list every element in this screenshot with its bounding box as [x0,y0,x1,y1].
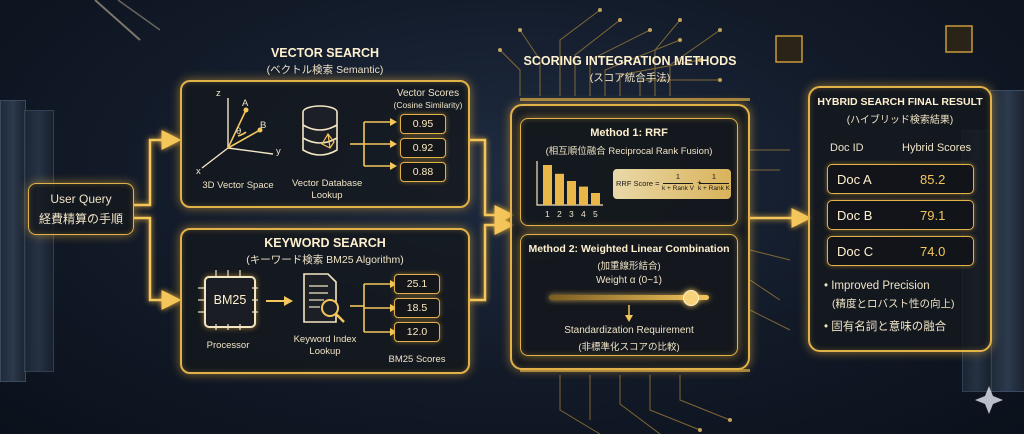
result-panel: HYBRID SEARCH FINAL RESULT (ハイブリッド検索結果) … [808,86,992,352]
doc-a-id: Doc A [837,172,872,187]
result-row-doc-a[interactable]: Doc A 85.2 [827,164,974,194]
vector-search-title: VECTOR SEARCH [270,46,380,60]
vector-db-label-2: Lookup [311,190,343,201]
frac1-bar [663,183,693,184]
rrf-bar-2 [555,173,564,205]
result-row-doc-b[interactable]: Doc B 79.1 [827,200,974,230]
method2-title: Method 2: Weighted Linear Combination [528,243,730,255]
user-query-box: User Query 経費精算の手順 [28,183,134,235]
scoring-panel: Method 1: RRF (相互順位融合 Reciprocal Rank Fu… [510,104,750,370]
standardization-subtitle: (非標準化スコアの比較) [578,342,680,353]
frac2-num: 1 [711,172,717,181]
bullet-fusion: • 固有名詞と意味の融合 [824,321,947,333]
rank-tick-1: 1 [545,209,550,219]
rank-tick-5: 5 [593,209,598,219]
keyword-index-label-1: Keyword Index [293,334,357,345]
bm25-score-3: 12.0 [394,322,440,342]
col-hybrid-scores: Hybrid Scores [902,142,972,154]
bm25-score-1: 25.1 [394,274,440,294]
rrf-formula-box: RRF Score = 1 k + Rank V + 1 k + Rank K [613,169,731,199]
vector-scores-subtitle: (Cosine Similarity) [393,100,463,110]
keyword-search-title: KEYWORD SEARCH [264,236,386,250]
method2-card: Method 2: Weighted Linear Combination (加… [520,234,738,356]
vector-db-label-1: Vector Database [292,178,363,189]
down-arrow [625,305,633,322]
keyword-index-label-2: Lookup [309,346,341,357]
point-a-label: A [242,98,249,109]
frac1-den: k + Rank V [662,185,694,192]
axis-x-label: x [196,166,201,177]
method2-subtitle: (加重線形結合) [597,261,661,272]
vector-score-1: 0.95 [400,114,446,134]
standardization-title: Standardization Requirement [564,325,694,336]
bullet-precision: • Improved Precision [824,280,930,292]
weight-slider-thumb[interactable] [682,290,699,306]
axis-y-label: y [276,146,281,157]
rank-tick-4: 4 [581,209,586,219]
doc-c-id: Doc C [837,244,874,259]
vector-search-subtitle: (ベクトル検索 Semantic) [266,64,384,76]
doc-b-id: Doc B [837,208,873,223]
vector-space-icon [201,98,274,169]
doc-a-score: 85.2 [920,172,946,187]
frac1-num: 1 [675,172,681,181]
document-search-icon [303,273,345,323]
axis-z-label: z [216,88,221,99]
bm25-scores-label: BM25 Scores [388,354,446,365]
server-rack-left-2 [24,110,54,372]
forward-arrow [266,296,293,306]
method1-card: Method 1: RRF (相互順位融合 Reciprocal Rank Fu… [520,118,738,226]
keyword-search-subtitle: (キーワード検索 BM25 Algorithm) [246,254,404,266]
vector-score-2: 0.92 [400,138,446,158]
rank-tick-3: 3 [569,209,574,219]
vector-scores-title: Vector Scores [396,88,460,99]
vector-search-panel: z y x A B θ 3D Vector Space Vector Datab… [180,80,470,208]
bullet-precision-sub: (精度とロバスト性の向上) [832,298,955,310]
rrf-bar-4 [579,186,588,205]
vector-space-label: 3D Vector Space [202,180,274,191]
bm25-score-2: 18.5 [394,298,440,318]
rrf-rank-bar-chart [536,161,603,206]
user-query-text: User Query [50,192,112,206]
result-row-doc-c[interactable]: Doc C 74.0 [827,236,974,266]
database-icon [302,105,338,156]
method1-title: Method 1: RRF [590,127,668,139]
rrf-formula-label: RRF Score = [616,179,660,188]
keyword-search-panel: KEYWORD SEARCH (キーワード検索 BM25 Algorithm) … [180,228,470,374]
scoring-subtitle: (スコア統合手法) [589,72,671,84]
processor-label: Processor [206,340,250,351]
result-subtitle: (ハイブリッド検索結果) [846,115,954,126]
vector-score-3: 0.88 [400,162,446,182]
result-title: HYBRID SEARCH FINAL RESULT [817,96,983,108]
keyword-branch-arrows [350,280,397,336]
rank-tick-2: 2 [557,209,562,219]
doc-b-score: 79.1 [920,208,946,223]
point-b-label: B [260,120,267,131]
weight-label: Weight α (0~1) [596,275,662,286]
bm25-chip-icon: BM25 [204,276,256,328]
frac2-den: k + Rank K [698,185,730,192]
rrf-bar-5 [591,193,600,205]
bm25-chip-label: BM25 [213,293,247,307]
theta-label: θ [236,126,242,137]
scoring-title: SCORING INTEGRATION METHODS [523,54,737,68]
frac2-bar [699,183,729,184]
server-rack-left [0,100,26,382]
method1-subtitle: (相互順位融合 Reciprocal Rank Fusion) [545,146,713,157]
user-query-japanese: 経費精算の手順 [38,212,123,226]
chip-pins [198,270,258,330]
plus-sign: + [697,178,702,187]
vector-branch-arrows [350,118,397,170]
col-doc-id: Doc ID [830,142,864,154]
weight-slider-track[interactable] [549,290,709,306]
rrf-bar-3 [567,181,576,205]
rrf-bar-1 [543,165,552,205]
doc-c-score: 74.0 [920,244,946,259]
